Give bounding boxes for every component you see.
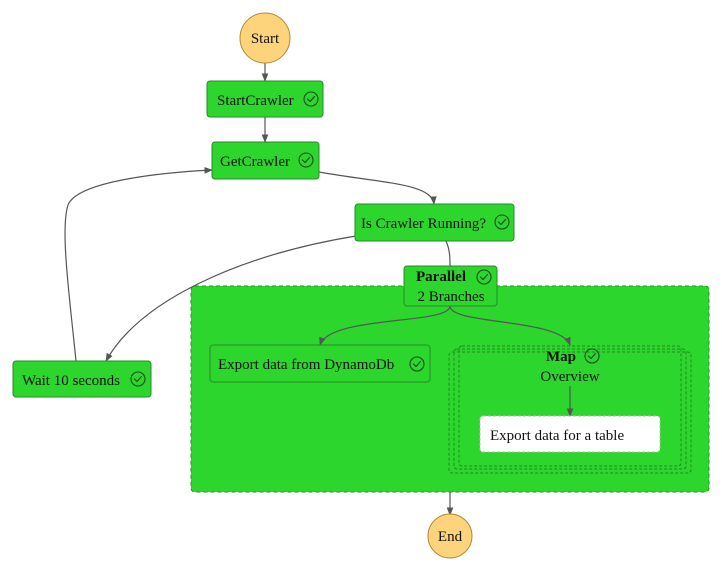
getcrawler-label: GetCrawler xyxy=(220,154,290,170)
parallel-label: Parallel xyxy=(416,269,466,285)
edge-getcrawler-to-iscrawlerrunning xyxy=(318,171,437,205)
end-node[interactable]: End xyxy=(427,513,473,559)
check-circle-icon xyxy=(303,91,319,107)
is-crawler-running-label: Is Crawler Running? xyxy=(361,216,486,232)
parallel-sublabel: 2 Branches xyxy=(417,289,484,305)
state-wait-10-seconds[interactable]: Wait 10 seconds xyxy=(12,360,152,398)
edge-iscrawlerrunning-to-parallel xyxy=(445,240,451,267)
edge-wait-to-getcrawler xyxy=(64,167,213,362)
map-sublabel: Overview xyxy=(540,369,599,385)
edge-parallel-to-export-dynamo xyxy=(319,305,451,346)
check-circle-icon xyxy=(298,152,314,168)
map-container xyxy=(448,345,692,474)
state-is-crawler-running[interactable]: Is Crawler Running? xyxy=(354,203,515,242)
state-startcrawler[interactable]: StartCrawler xyxy=(206,80,324,118)
state-getcrawler[interactable]: GetCrawler xyxy=(211,141,320,180)
state-parallel[interactable]: Parallel 2 Branches xyxy=(403,265,498,307)
state-export-data-for-a-table[interactable]: Export data for a table xyxy=(479,415,661,453)
start-label: Start xyxy=(251,31,280,47)
check-circle-icon xyxy=(130,371,146,387)
check-circle-icon xyxy=(494,214,510,230)
export-dynamo-label: Export data from DynamoDb xyxy=(218,357,394,373)
edge-parallel-to-map xyxy=(449,305,571,346)
map-label: Map xyxy=(546,349,576,365)
edges xyxy=(64,63,574,516)
end-label: End xyxy=(438,529,463,545)
state-map[interactable]: Map Overview xyxy=(540,348,600,385)
check-circle-icon xyxy=(476,269,492,285)
check-circle-icon xyxy=(409,356,425,372)
start-node[interactable]: Start xyxy=(239,12,291,64)
export-table-label: Export data for a table xyxy=(490,428,624,444)
state-export-data-from-dynamodb[interactable]: Export data from DynamoDb xyxy=(209,344,431,383)
check-circle-icon xyxy=(584,348,600,364)
edge-iscrawlerrunning-to-wait xyxy=(105,235,357,362)
parallel-container xyxy=(190,285,710,493)
wait-label: Wait 10 seconds xyxy=(22,373,120,389)
startcrawler-label: StartCrawler xyxy=(217,93,294,109)
